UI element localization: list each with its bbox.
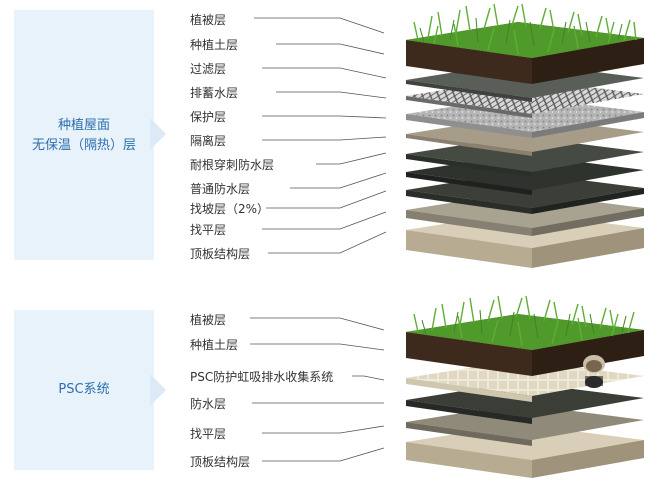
bottom-leader-line-2 xyxy=(250,343,385,351)
bottom-grass-layer xyxy=(406,295,644,350)
bottom-layer-label-3: PSC防护虹吸排水收集系统 xyxy=(190,370,334,384)
top-leader-line-7 xyxy=(316,152,387,165)
top-panel-title-line2: 无保温（隔热）层 xyxy=(31,138,136,153)
top-leader-line-9 xyxy=(266,190,387,209)
top-layer-label-7: 耐根穿刺防水层 xyxy=(190,158,275,172)
bottom-layer-label-4: 防水层 xyxy=(190,397,227,411)
bottom-layer-label-5: 找平层 xyxy=(190,427,227,441)
top-leader-line-8 xyxy=(290,172,387,189)
top-layer-label-4: 排蓄水层 xyxy=(190,86,239,100)
top-layer-label-1: 植被层 xyxy=(190,13,227,27)
bottom-layer-label-6: 顶板结构层 xyxy=(190,455,251,469)
bottom-panel: PSC系统 xyxy=(14,310,154,470)
top-leader-line-2 xyxy=(276,43,385,55)
bottom-leader-line-6 xyxy=(262,447,385,462)
top-leader-line-10 xyxy=(262,211,387,230)
top-layer-label-3: 过滤层 xyxy=(190,62,227,76)
top-layer-label-6: 隔离层 xyxy=(190,134,227,148)
top-layer-label-9: 找坡层（2%） xyxy=(190,202,270,216)
bottom-layer-label-2: 种植土层 xyxy=(190,338,239,352)
top-leader-line-5 xyxy=(262,115,387,119)
bottom-panel-title: PSC系统 xyxy=(58,382,110,397)
top-layer-stack-illustration xyxy=(406,3,644,268)
top-grass-layer xyxy=(406,3,644,58)
top-layer-label-11: 顶板结构层 xyxy=(190,247,251,261)
top-layer-label-10: 找平层 xyxy=(190,223,227,237)
top-leader-line-3 xyxy=(262,67,387,79)
bottom-leader-line-5 xyxy=(262,425,385,434)
top-leader-line-4 xyxy=(276,91,387,99)
top-leader-line-1 xyxy=(254,17,385,34)
top-leader-line-11 xyxy=(268,231,387,254)
bottom-layer-stack-illustration xyxy=(406,295,644,478)
bottom-leader-line-3 xyxy=(352,375,385,381)
top-layer-label-5: 保护层 xyxy=(190,110,227,124)
top-panel-title-line1: 种植屋面 xyxy=(57,118,110,133)
top-panel: 种植屋面 无保温（隔热）层 xyxy=(14,10,154,260)
bottom-layer-label-1: 植被层 xyxy=(190,313,227,327)
top-layer-label-2: 种植土层 xyxy=(190,38,239,52)
bottom-psc-layer xyxy=(406,360,644,402)
top-leader-line-6 xyxy=(262,136,387,141)
top-layer-label-8: 普通防水层 xyxy=(190,182,251,196)
bottom-leader-line-1 xyxy=(250,317,385,331)
